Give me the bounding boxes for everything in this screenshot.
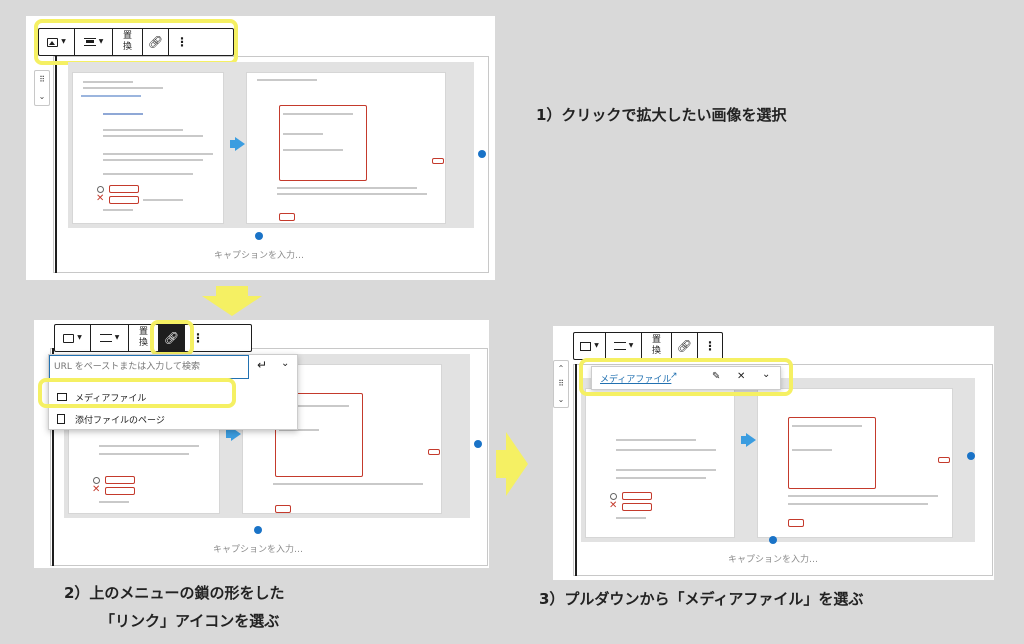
resize-handle[interactable] [967, 452, 975, 460]
align-button[interactable]: ▼ [75, 29, 113, 55]
more-options-button[interactable]: ⋮ [698, 333, 722, 359]
link-icon: 🔗︎ [676, 339, 693, 353]
url-input[interactable]: URL をペーストまたは入力して検索 [49, 355, 249, 379]
image-preview[interactable]: ✕ [68, 62, 486, 228]
arrow-icon [231, 427, 241, 441]
toolbar-highlight [34, 19, 238, 65]
drag-handle-icon[interactable]: ⠿ [39, 75, 45, 84]
block-toolbar: ▼ ▼ 置 換 🔗︎ ⋮ [573, 332, 723, 360]
link-button[interactable]: 🔗︎ [143, 29, 169, 55]
edit-pencil-icon[interactable]: ✎ [712, 371, 721, 382]
link-icon: 🔗︎ [147, 35, 164, 49]
link-button[interactable]: 🔗︎ [159, 325, 185, 351]
resize-handle-bottom[interactable] [255, 232, 263, 240]
resize-handle-bottom[interactable] [254, 526, 262, 534]
resize-handle[interactable] [474, 440, 482, 448]
caption-input[interactable]: キャプションを入力… [727, 555, 818, 565]
step2-text-line1: 2）上のメニューの鎖の形をした [64, 584, 285, 602]
link-preview-popover: メディアファイル ↗ ✎ ✕ ⌄ [591, 366, 781, 390]
align-icon [83, 38, 96, 46]
image-icon [63, 333, 75, 343]
block-toolbar: ▼ ▼ 置 換 🔗︎ ⋮ [38, 28, 234, 56]
align-icon [99, 334, 112, 342]
link-button-highlight [150, 320, 194, 356]
link-icon: 🔗︎ [163, 331, 180, 345]
block-left-border [55, 56, 57, 273]
step3-text: 3）プルダウンから「メディアファイル」を選ぶ [539, 590, 864, 608]
panel-step3: ⌃ ⠿ ⌄ ▼ ▼ 置 換 🔗︎ ⋮ ✕ [553, 326, 994, 580]
replace-label-bottom: 換 [138, 338, 148, 348]
caption-input[interactable]: キャプションを入力… [213, 251, 304, 261]
page-icon [57, 414, 65, 424]
align-button[interactable]: ▼ [91, 325, 129, 351]
move-up-icon[interactable]: ⌃ [557, 364, 565, 374]
block-left-border [575, 364, 577, 576]
menu-item-media-file[interactable]: メディアファイル [57, 389, 146, 405]
panel-step1: ⠿ ⌄ ▼ ▼ 置 換 🔗︎ ⋮ ✕ [26, 16, 495, 280]
preview-left: ✕ [585, 388, 735, 538]
preview-right [246, 72, 446, 224]
replace-label-top: 置 [651, 335, 661, 345]
move-down-icon[interactable]: ⌄ [38, 92, 46, 101]
more-vertical-icon: ⋮ [176, 35, 188, 49]
block-left-border [52, 348, 54, 566]
link-dropdown: URL をペーストまたは入力して検索 ↵ ⌄ メディアファイル 添付ファイルのペ… [48, 354, 298, 430]
close-icon[interactable]: ✕ [737, 371, 746, 382]
image-type-button[interactable]: ▼ [39, 29, 75, 55]
preview-left: ✕ [72, 72, 224, 224]
move-down-icon[interactable]: ⌄ [557, 394, 565, 404]
image-icon [57, 393, 67, 401]
replace-button[interactable]: 置 換 [113, 29, 143, 55]
yellow-right-arrow [496, 432, 528, 496]
replace-label-top: 置 [122, 31, 132, 41]
arrow-icon [235, 137, 245, 151]
replace-label-bottom: 換 [651, 346, 661, 356]
block-mover[interactable]: ⠿ ⌄ [34, 70, 50, 106]
preview-right [757, 388, 953, 538]
image-type-button[interactable]: ▼ [574, 333, 606, 359]
menu-item-label: 添付ファイルのページ [75, 415, 165, 426]
image-type-button[interactable]: ▼ [55, 325, 91, 351]
caption-input[interactable]: キャプションを入力… [212, 545, 303, 555]
replace-label-top: 置 [138, 327, 148, 337]
arrow-icon [746, 433, 756, 447]
replace-label-bottom: 換 [122, 42, 132, 52]
yellow-down-arrow [202, 286, 262, 316]
media-file-highlight [38, 378, 236, 408]
image-preview[interactable]: ✕ [581, 378, 975, 542]
align-icon [613, 342, 626, 350]
step1-text: 1）クリックで拡大したい画像を選択 [536, 106, 787, 124]
external-link-icon: ↗ [670, 371, 678, 381]
replace-button[interactable]: 置 換 [642, 333, 672, 359]
block-mover[interactable]: ⌃ ⠿ ⌄ [553, 360, 569, 408]
image-icon [47, 37, 59, 47]
link-popover-highlight [579, 358, 793, 396]
more-vertical-icon: ⋮ [192, 331, 204, 345]
panel-step2: ▼ ▼ 置 換 🔗︎ ⋮ ✕ [34, 320, 489, 568]
chevron-down-icon[interactable]: ⌄ [762, 369, 771, 380]
more-options-button[interactable]: ⋮ [169, 29, 195, 55]
link-button[interactable]: 🔗︎ [672, 333, 698, 359]
menu-item-label: メディアファイル [75, 393, 147, 404]
image-icon [580, 341, 592, 351]
more-options-button[interactable]: ⋮ [185, 325, 211, 351]
replace-button[interactable]: 置 換 [129, 325, 159, 351]
resize-handle[interactable] [478, 150, 486, 158]
submit-icon[interactable]: ↵ [257, 358, 268, 372]
more-vertical-icon: ⋮ [704, 339, 716, 353]
resize-handle-bottom[interactable] [769, 536, 777, 544]
media-file-link[interactable]: メディアファイル [600, 375, 672, 385]
step2-text-line2: 「リンク」アイコンを選ぶ [100, 612, 280, 630]
menu-item-attachment-page[interactable]: 添付ファイルのページ [57, 411, 165, 427]
chevron-down-icon[interactable]: ⌄ [281, 358, 290, 369]
align-button[interactable]: ▼ [606, 333, 642, 359]
drag-handle-icon[interactable]: ⠿ [558, 379, 564, 389]
